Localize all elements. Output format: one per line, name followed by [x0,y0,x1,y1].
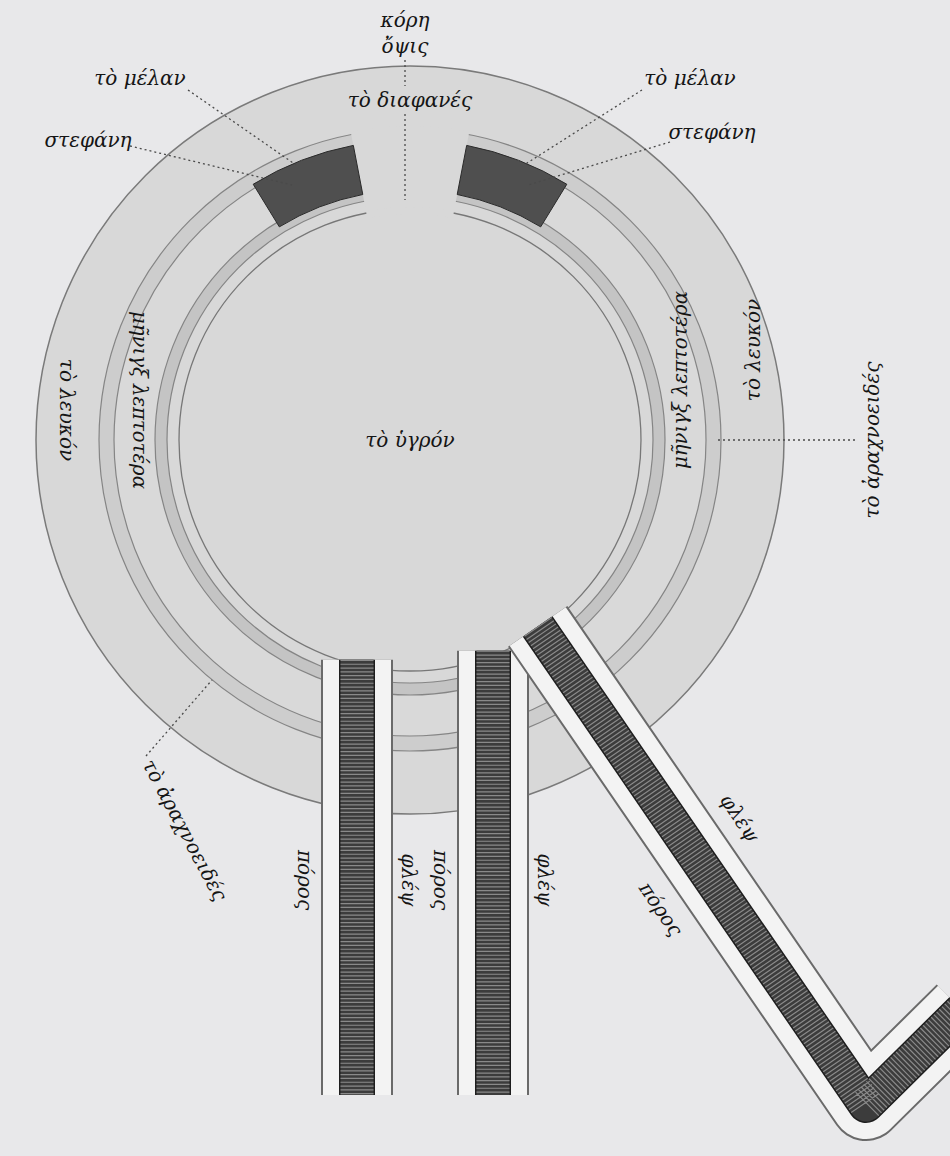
part-label: τὸ μέλαν [644,67,736,89]
part-label: πόρος [294,850,316,910]
outer-coat-outline [36,66,784,814]
duct [357,660,358,1095]
duct-stroke [538,626,950,1105]
duct-stroke [339,660,375,1095]
membrane-band [114,144,706,736]
part-label: φλέψ [716,790,764,846]
duct [493,651,494,1095]
part-name: μῆνιγξ λεπτοτέρα [128,311,150,489]
membrane-band [167,197,653,683]
leader-line [404,114,405,200]
duct-stroke [538,626,950,1105]
duct-stroke [457,651,529,1095]
leader-line [146,680,212,756]
duct-stroke [459,651,527,1095]
part-name: τὸ λευκόν [56,359,78,461]
leader-line [524,90,642,165]
part-label: στεφάνη [44,129,131,151]
part-label: τὸ μέλαν [94,67,186,89]
dark-ring-block [253,145,363,226]
leader-line [130,146,292,185]
duct-stroke [475,651,511,1095]
part-name: τὸ λευκόν [742,299,764,401]
duct-stroke [321,660,393,1095]
leader-line [528,142,670,185]
leader-line [188,90,296,165]
pupil-opening [366,207,454,218]
humour-outline [179,209,641,671]
part-label: πόρος [430,850,452,910]
dark-ring-block [457,145,567,226]
duct-stroke [538,626,950,1105]
duct-stroke [341,660,374,1095]
duct [538,626,950,1105]
pupil-opening [351,126,470,216]
part-label: ὄψις [382,35,429,57]
part-name: τὸ ὑγρόν [365,429,455,451]
membrane-ring: μῆνιγξ λεπτοτέρα μῆνιγξ λεπτοτέρα τὸ ὑγρόν [98,128,722,752]
leader-line [716,439,855,440]
part-name: μῆνιγξ λεπτοτέρα [670,291,692,469]
membrane-band [155,185,665,695]
duct-stroke [341,660,374,1095]
leader-line [404,60,405,86]
outer-coat: τὸ διαφανές τὸ λευκόν τὸ λευκόν μῆνιγξ λεπτ… [35,65,785,815]
part-label: πόρος [635,878,687,940]
humour-circle: τὸ ὑγρόν [178,208,642,672]
duct-stroke [477,651,510,1095]
part-label: τὸ ἀραχνοειδές [861,361,883,518]
part-label: φλέψ [534,853,556,906]
duct-stroke [538,626,950,1105]
part-label: φλέψ [398,853,420,906]
part-name: τὸ διαφανές [348,89,472,111]
duct-stroke [538,626,950,1105]
part-label: κόρη [381,9,430,31]
duct-stroke [477,651,510,1095]
duct-stroke [323,660,391,1095]
part-label: στεφάνη [668,121,755,143]
membrane-band [99,129,721,751]
part-label: τὸ ἀραχνοειδές [138,755,231,904]
